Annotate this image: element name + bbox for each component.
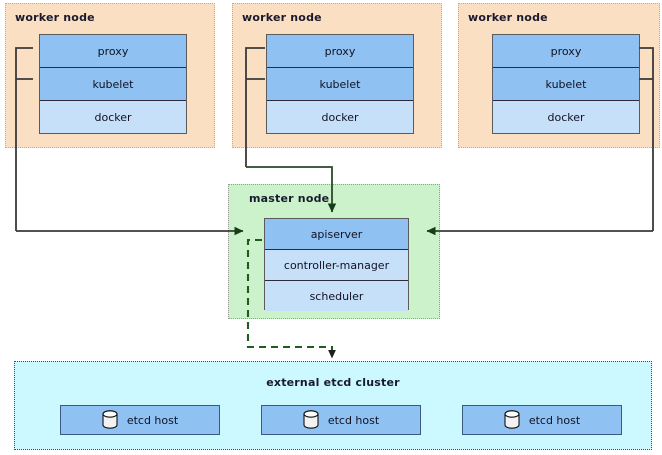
etcd-host-label-3: etcd host <box>528 413 581 427</box>
etcd-cluster-title: external etcd cluster <box>266 376 400 389</box>
etcd-host-3[interactable]: etcd host <box>462 405 622 435</box>
worker-component-kubelet-2[interactable]: kubelet <box>267 68 413 101</box>
master-node-title: master node <box>249 192 330 205</box>
database-cylinder-icon <box>504 410 520 430</box>
worker-component-kubelet-1[interactable]: kubelet <box>40 68 186 101</box>
worker-node-panel-1: worker node proxy kubelet docker <box>5 3 215 148</box>
worker-component-docker-2[interactable]: docker <box>267 101 413 133</box>
worker-component-proxy-1[interactable]: proxy <box>40 35 186 68</box>
etcd-host-label-1: etcd host <box>126 413 179 427</box>
etcd-host-1[interactable]: etcd host <box>60 405 220 435</box>
etcd-host-2[interactable]: etcd host <box>261 405 421 435</box>
master-component-apiserver[interactable]: apiserver <box>265 219 408 250</box>
database-cylinder-icon <box>102 410 118 430</box>
worker-component-kubelet-3[interactable]: kubelet <box>493 68 639 101</box>
etcd-cluster-panel: external etcd cluster etcd host etcd hos… <box>14 361 652 450</box>
worker-component-proxy-2[interactable]: proxy <box>267 35 413 68</box>
worker-component-stack-1: proxy kubelet docker <box>39 34 187 134</box>
master-node-panel: master node apiserver controller-manager… <box>228 184 440 319</box>
worker-node-title-2: worker node <box>242 11 322 24</box>
master-component-stack: apiserver controller-manager scheduler <box>264 218 409 311</box>
worker-node-title-3: worker node <box>468 11 548 24</box>
master-component-controller-manager[interactable]: controller-manager <box>265 250 408 281</box>
worker-node-panel-2: worker node proxy kubelet docker <box>232 3 442 148</box>
database-cylinder-icon <box>303 410 319 430</box>
worker-component-stack-3: proxy kubelet docker <box>492 34 640 134</box>
worker-node-panel-3: worker node proxy kubelet docker <box>458 3 660 148</box>
master-component-scheduler[interactable]: scheduler <box>265 281 408 311</box>
worker-component-docker-1[interactable]: docker <box>40 101 186 133</box>
worker-component-proxy-3[interactable]: proxy <box>493 35 639 68</box>
worker-component-stack-2: proxy kubelet docker <box>266 34 414 134</box>
etcd-host-label-2: etcd host <box>327 413 380 427</box>
worker-component-docker-3[interactable]: docker <box>493 101 639 133</box>
worker-node-title-1: worker node <box>15 11 95 24</box>
